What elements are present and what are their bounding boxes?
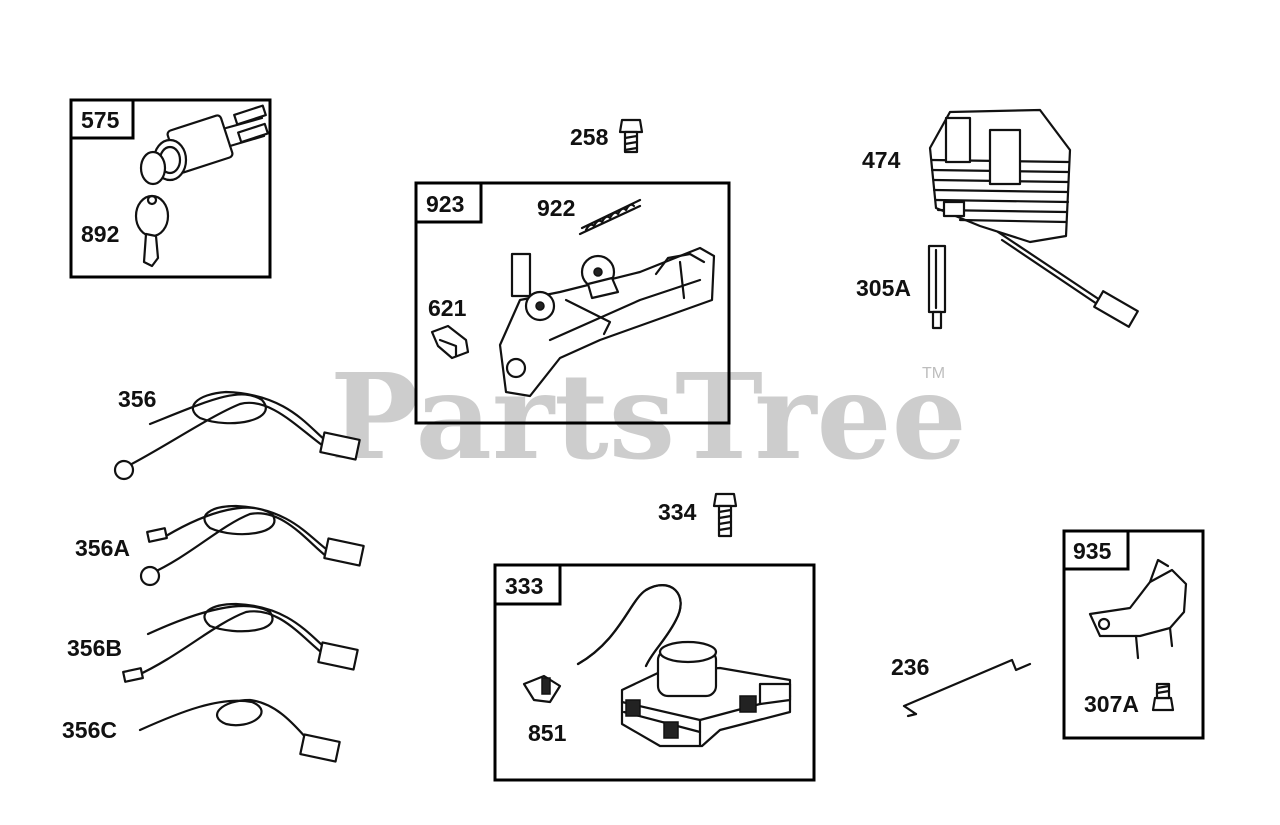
watermark-text: PartsTree bbox=[330, 347, 967, 486]
ignition-switch-part[interactable] bbox=[134, 104, 269, 268]
box-575[interactable]: 575 bbox=[69, 98, 272, 279]
spring-922-part[interactable] bbox=[578, 198, 642, 236]
screw-258-part[interactable] bbox=[618, 118, 644, 154]
label-356: 356 bbox=[118, 386, 156, 412]
standoff-305A-part[interactable] bbox=[927, 244, 947, 330]
box-333-label: 333 bbox=[505, 573, 543, 599]
bracket-935-part[interactable] bbox=[1088, 558, 1188, 660]
wire-356-part[interactable] bbox=[113, 390, 361, 481]
label-922: 922 bbox=[537, 195, 575, 221]
spark-plug-boot-851-part[interactable] bbox=[522, 674, 562, 704]
box-935[interactable]: 935 bbox=[1062, 529, 1205, 740]
wire-356A-part[interactable] bbox=[139, 504, 365, 587]
wire-356B-part[interactable] bbox=[122, 602, 359, 683]
box-575-label: 575 bbox=[81, 107, 120, 133]
screw-334-part[interactable] bbox=[712, 492, 738, 538]
watermark-trademark: TM bbox=[922, 365, 945, 382]
label-851: 851 bbox=[528, 720, 567, 746]
label-356A: 356A bbox=[75, 535, 130, 561]
label-305A: 305A bbox=[856, 275, 911, 301]
label-334: 334 bbox=[658, 499, 697, 525]
wire-356C-part[interactable] bbox=[138, 698, 341, 763]
control-bracket-part[interactable] bbox=[498, 246, 716, 398]
armature-474-part[interactable] bbox=[928, 108, 1139, 328]
label-474: 474 bbox=[862, 147, 901, 173]
box-935-label: 935 bbox=[1073, 538, 1112, 564]
link-236-part[interactable] bbox=[902, 658, 1032, 718]
box-923[interactable]: 923 bbox=[414, 181, 731, 425]
label-236: 236 bbox=[891, 654, 929, 680]
label-892: 892 bbox=[81, 221, 119, 247]
label-307A: 307A bbox=[1084, 691, 1139, 717]
label-356B: 356B bbox=[67, 635, 122, 661]
box-923-label: 923 bbox=[426, 191, 464, 217]
label-356C: 356C bbox=[62, 717, 117, 743]
screw-307A-part[interactable] bbox=[1151, 682, 1175, 712]
ignition-module-part[interactable] bbox=[576, 584, 792, 748]
box-333[interactable]: 333 bbox=[493, 563, 816, 782]
label-258: 258 bbox=[570, 124, 609, 150]
clip-621-part[interactable] bbox=[430, 324, 470, 360]
label-621: 621 bbox=[428, 295, 467, 321]
